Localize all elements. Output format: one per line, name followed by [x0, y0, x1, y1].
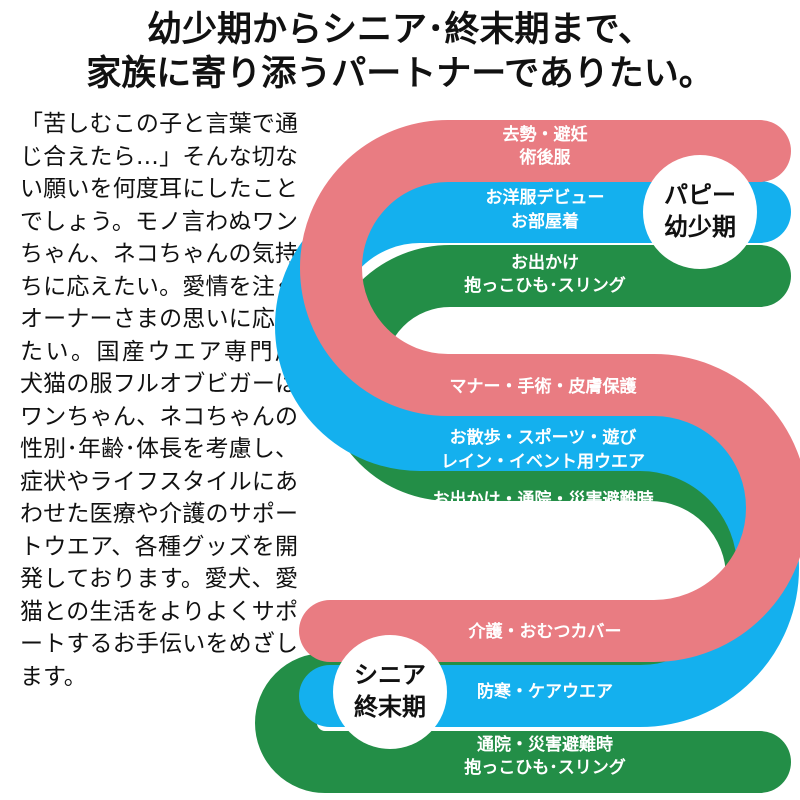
- label-middle-blue-2: レイン・イベント用ウエア: [441, 452, 645, 472]
- label-middle-green-1: お出かけ・通院・災害避難時: [433, 489, 654, 510]
- headline: 幼少期からシニア･終末期まで、 家族に寄り添うパートナーでありたい。: [0, 8, 800, 96]
- label-top-pink-1: 去勢・避妊: [503, 124, 588, 145]
- label-top-blue-1: お洋服デビュー: [486, 187, 605, 208]
- senior-badge-line-1: シニア: [354, 661, 426, 689]
- label-bottom-green-2: 抱っこひも･スリング: [464, 757, 626, 778]
- headline-line-1: 幼少期からシニア･終末期まで、: [146, 10, 654, 50]
- label-middle-blue-1: お散歩・スポーツ・遊び: [450, 427, 637, 448]
- pink-band: [299, 120, 800, 662]
- puppy-stage-badge: パピー 幼少期: [643, 155, 757, 269]
- senior-badge-line-2: 終末期: [354, 693, 426, 721]
- label-middle-pink-1: マナー・手術・皮膚保護: [450, 376, 638, 397]
- label-top-blue-2: お部屋着: [511, 211, 579, 232]
- label-top-green-2: 抱っこひも･スリング: [464, 275, 626, 296]
- headline-line-2: 家族に寄り添うパートナーでありたい。: [86, 54, 714, 94]
- label-bottom-pink-1: 介護・おむつカバー: [468, 621, 622, 642]
- label-bottom-blue-1: 防寒・ケアウエア: [477, 681, 613, 702]
- label-bottom-green-1: 通院・災害避難時: [477, 734, 613, 755]
- senior-stage-badge: シニア 終末期: [333, 635, 447, 749]
- puppy-badge-line-1: パピー: [664, 181, 736, 209]
- label-middle-green-2: 抱っこひも･スリング: [462, 513, 624, 534]
- label-top-green-1: お出かけ: [511, 252, 579, 273]
- label-top-pink-2: 術後服: [519, 147, 572, 168]
- puppy-badge-line-2: 幼少期: [664, 213, 736, 241]
- body-paragraph: 「苦しむこの子と言葉で通じ合えたら…」そんな切ない願いを何度耳にしたことでしょう…: [20, 111, 321, 690]
